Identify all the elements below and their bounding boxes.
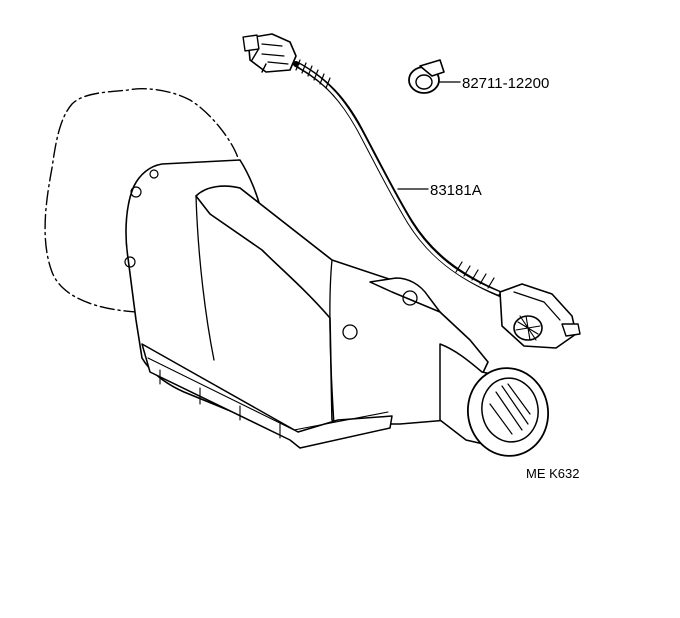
- case-edge-line: [329, 259, 335, 425]
- oil-pan-flange: [159, 369, 281, 439]
- clamp-part-number: 82711-12200: [462, 75, 549, 92]
- figure-code: ME K632: [526, 466, 579, 481]
- bolt-boss: [149, 169, 159, 179]
- transmission-case: [195, 185, 489, 425]
- case-edge-line: [195, 195, 215, 361]
- extension-housing-top: [369, 277, 441, 313]
- wire-sheath-rib: [455, 261, 495, 289]
- wire-harness-83181A: [293, 59, 503, 297]
- extension-boss: [402, 290, 418, 306]
- hose-clamp: [408, 59, 445, 94]
- transmission-assembly: [124, 159, 550, 457]
- output-flange-inner: [481, 377, 539, 443]
- case-edge-line: [239, 187, 333, 261]
- bolt-boss: [124, 256, 136, 268]
- case-boss: [342, 324, 358, 340]
- harness-connector: [242, 33, 297, 73]
- speed-sensor: [499, 283, 581, 349]
- wire-part-number: 83181A: [430, 182, 482, 199]
- bolt-boss: [130, 186, 142, 198]
- oil-pan-flange: [147, 357, 389, 431]
- oil-pan: [141, 343, 393, 449]
- converter-housing-outline: [44, 88, 247, 313]
- output-spline: [489, 383, 531, 435]
- wire-sheath-rib: [295, 59, 331, 89]
- wire-harness-core: [298, 64, 500, 295]
